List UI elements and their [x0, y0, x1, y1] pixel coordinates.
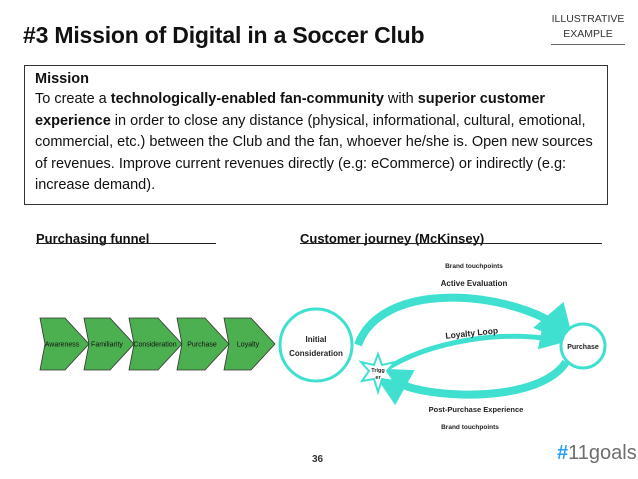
purchase-node-label: Purchase	[567, 344, 599, 351]
initial-consideration-label-2: Consideration	[289, 349, 343, 358]
post-purchase-experience-label: Post-Purchase Experience	[429, 405, 524, 414]
mission-statement: To create a technologically-enabled fan-…	[35, 89, 597, 197]
funnel-stage-purchase	[176, 317, 230, 371]
funnel-label-familiarity: Familiarity	[91, 342, 123, 349]
page-title: #3 Mission of Digital in a Soccer Club	[23, 22, 425, 48]
illustrative-example-tag: ILLUSTRATIVE EXAMPLE	[551, 12, 625, 45]
page-number: 36	[312, 454, 324, 465]
funnel-label-awareness: Awareness	[45, 342, 80, 349]
active-evaluation-arrow	[354, 293, 575, 347]
customer-journey-title: Customer journey (McKinsey)	[300, 231, 485, 246]
loyalty-loop-arrow	[381, 324, 565, 374]
logo-hash: #	[557, 442, 569, 464]
purchasing-funnel-title: Purchasing funnel	[36, 231, 150, 246]
initial-consideration-label-1: Initial	[306, 335, 327, 344]
logo-text: 11goals	[568, 442, 637, 464]
tag-underline	[551, 44, 625, 45]
trigger-label-2: er	[375, 375, 381, 381]
mission-heading: Mission	[35, 71, 89, 87]
active-evaluation-label: Active Evaluation	[441, 279, 508, 288]
brand-touchpoints-top: Brand touchpoints	[445, 263, 503, 270]
initial-consideration-node	[278, 307, 354, 383]
funnel-label-loyalty: Loyalty	[237, 342, 260, 349]
funnel-stage-awareness	[39, 317, 90, 371]
mission-text-part: To create a	[35, 91, 111, 107]
purchasing-funnel-underline	[36, 243, 216, 244]
mission-box: Mission To create a technologically-enab…	[24, 65, 608, 205]
funnel-label-purchase: Purchase	[187, 342, 217, 349]
post-purchase-arrow	[370, 359, 570, 406]
customer-journey-underline	[300, 243, 602, 244]
purchase-node	[559, 322, 607, 370]
tag-line-2: EXAMPLE	[563, 28, 613, 40]
mission-text-part: with	[383, 91, 418, 107]
trigger-star-icon	[358, 351, 398, 396]
tag-line-1: ILLUSTRATIVE	[551, 13, 625, 25]
funnel-label-consideration: Consideration	[133, 342, 176, 349]
funnel-stage-consideration	[128, 317, 183, 371]
brand-touchpoints-bottom: Brand touchpoints	[441, 424, 499, 431]
funnel-chevrons: Awareness Familiarity Consideration Purc…	[39, 317, 276, 371]
mission-text-part: superior customer experience	[35, 91, 546, 129]
brand-logo: #11goals	[557, 442, 637, 465]
trigger-label-1: Trigg	[371, 368, 384, 374]
mission-text-part: technologically-enabled fan-community	[110, 91, 384, 107]
funnel-stage-loyalty	[223, 317, 276, 371]
mission-text-part: in order to close any distance (physical…	[35, 112, 593, 194]
funnel-stage-familiarity	[83, 317, 135, 371]
